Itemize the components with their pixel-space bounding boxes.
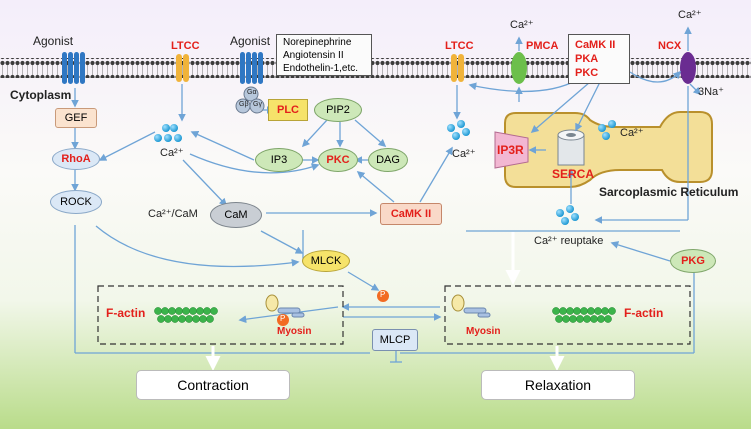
agonist-mid-label: Agonist [230,34,271,48]
camk2-node: CaMK II [380,203,442,225]
g-gamma-label: Gγ [253,101,262,108]
myosin-phospho-label: P [280,314,286,323]
serca-label: SERCA [552,167,595,181]
phospho-dot-myosin [277,314,289,326]
contraction-mechanism-box [97,285,344,345]
phospho-label: P [380,290,386,299]
myosin-left-icon [265,294,305,318]
agonist-list-box: Norepinephrine Angiotensin II Endothelin… [276,34,372,76]
ip3r-label: IP3R [497,143,524,157]
gef-node: GEF [55,108,97,128]
ca-right-label: Ca²⁺ [452,148,476,160]
reuptake-label: Ca²⁺ reuptake [534,235,604,247]
f-actin-right-label: F-actin [624,306,664,320]
agonist-left-label: Agonist [33,34,74,48]
ncx-icon [680,52,696,84]
cam-node: CaM [210,202,262,228]
kinase-list-box: CaMK II PKA PKC [568,34,630,84]
cytoplasm-label: Cytoplasm [10,88,72,102]
agonist-item: Angiotensin II [283,49,344,61]
f-actin-left-icon [154,307,218,323]
ltcc-left-label: LTCC [171,40,200,52]
ca-pmca-label: Ca²⁺ [510,19,534,31]
ltcc-right-icon [451,54,464,82]
rock-node: ROCK [50,190,102,214]
relaxation-outcome: Relaxation [481,370,635,400]
contraction-outcome: Contraction [136,370,290,400]
g-alpha-label: Gα [247,89,257,96]
g-beta-label: Gβ [239,101,249,108]
myosin-right-label: Myosin [466,326,501,337]
relaxation-mechanism-box [444,285,691,345]
dag-node: DAG [368,148,408,172]
pmca-icon [511,52,527,84]
ltcc-left-icon [176,54,189,82]
pathway-arrows [71,26,702,363]
ip3-node: IP3 [255,148,303,172]
ca-ion-cluster-right [447,120,470,140]
outcome-arrows [205,232,565,371]
mlck-node: MLCK [302,250,350,272]
pip2-node: PIP2 [314,98,362,122]
na-label: 3Na⁺ [698,86,724,98]
gpcr-mid-icon [240,52,263,84]
pmca-label: PMCA [526,40,559,52]
ltcc-right-label: LTCC [445,40,474,52]
agonist-item: Norepinephrine [283,36,352,48]
f-actin-right-icon [552,307,616,323]
ca-ion-cluster-reuptake [556,205,579,225]
gpcr-left-icon [62,52,85,84]
sr-ca-label: Ca²⁺ [620,127,644,139]
plasma-membrane [0,58,751,78]
plc-node: PLC [268,99,308,121]
f-actin-left-label: F-actin [106,306,146,320]
pkg-node: PKG [670,249,716,273]
phospho-dot-center [377,290,389,302]
ca-center-label: Ca²⁺ [160,147,184,159]
sarcoplasmic-reticulum-shape [504,111,713,188]
myosin-left-label: Myosin [277,326,312,337]
mlcp-node: MLCP [372,329,418,351]
ip3r-icon [494,131,529,169]
ncx-label: NCX [658,40,682,52]
kinase-item: PKA [575,53,599,65]
serca-icon [557,129,585,166]
agonist-item: Endothelin-1,etc. [283,62,359,74]
kinase-item: CaMK II [575,39,616,51]
ca-ion-cluster-sr [598,120,616,140]
kinase-item: PKC [575,67,599,79]
ca-cam-label: Ca²⁺/CaM [148,208,198,220]
pkc-node: PKC [318,148,358,172]
g-protein-icon [235,86,265,114]
sr-label: Sarcoplasmic Reticulum [599,185,739,199]
ca-ion-cluster-center [154,124,182,142]
rhoa-node: RhoA [52,148,100,170]
myosin-right-icon [451,294,491,318]
ca-ncx-label: Ca²⁺ [678,9,702,21]
